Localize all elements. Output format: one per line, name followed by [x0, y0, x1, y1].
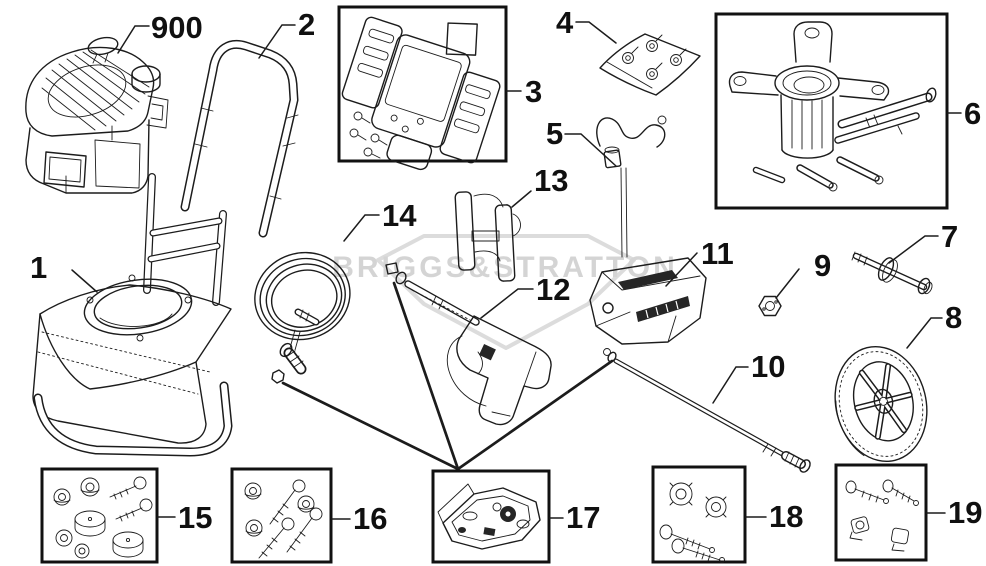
watermark-hexagon — [376, 234, 636, 350]
panel-box-border — [337, 5, 508, 163]
leader-14 — [343, 214, 380, 242]
callout-18: 18 — [769, 499, 803, 534]
part-nozzle-kit — [599, 33, 701, 96]
hardware-kit-15 — [40, 467, 159, 564]
callout-14: 14 — [382, 198, 417, 233]
kit19-box-border — [834, 463, 928, 562]
part-handle — [180, 40, 299, 238]
leader-4 — [575, 21, 617, 44]
leader-2 — [258, 24, 296, 59]
assembly-connector-lines — [281, 281, 614, 471]
part-engine — [25, 36, 169, 194]
maintenance-kit-17 — [431, 469, 551, 564]
callout-1: 1 — [30, 250, 47, 285]
callout-19: 19 — [948, 495, 982, 530]
leader-13 — [511, 190, 532, 208]
callout-3: 3 — [525, 74, 542, 109]
kit17-box-border — [431, 469, 551, 564]
callout-2: 2 — [298, 7, 315, 42]
leader-10 — [712, 366, 749, 404]
hardware-kit-16 — [230, 467, 333, 564]
part-lock-nut — [758, 295, 782, 317]
part-spray-gun — [385, 262, 552, 426]
part-pump — [714, 12, 949, 210]
callout-8: 8 — [945, 300, 962, 335]
callout-7: 7 — [941, 219, 958, 254]
leader-9 — [775, 268, 800, 299]
kit16-box-border — [230, 467, 333, 564]
callout-11: 11 — [701, 236, 734, 271]
part-wheel — [834, 345, 928, 463]
watermark-text: BRIGGS&STRATTON — [332, 251, 678, 284]
leader-8 — [906, 317, 943, 349]
callout-12: 12 — [536, 272, 570, 307]
callout-10: 10 — [751, 349, 785, 384]
callout-13: 13 — [534, 163, 568, 198]
callouts: 900 1 2 3 4 5 6 7 8 9 10 11 12 13 14 15 — [30, 5, 982, 536]
part-spray-wand — [603, 348, 811, 473]
part-high-pressure-hose — [254, 251, 351, 384]
callout-17: 17 — [566, 500, 600, 535]
knob-bolt-kit-18 — [651, 465, 747, 564]
callout-16: 16 — [353, 501, 387, 536]
callout-15: 15 — [178, 500, 212, 535]
part-base-frame — [32, 173, 233, 457]
part-control-panel — [337, 5, 508, 171]
leader-1 — [71, 269, 98, 293]
kit15-box-border — [40, 467, 159, 564]
pump-box-border — [714, 12, 949, 210]
leader-11 — [665, 252, 698, 287]
callout-6: 6 — [964, 96, 981, 131]
part-axle-bolt — [851, 251, 933, 295]
brand-watermark: BRIGGS&STRATTON — [332, 234, 678, 350]
panel-screws — [349, 111, 388, 159]
leader-7 — [888, 235, 939, 264]
knob-bolt-kit-19 — [834, 463, 928, 562]
part-accessory-bag — [589, 257, 707, 345]
part-hose-hook — [454, 191, 521, 282]
leader-900 — [117, 25, 150, 54]
kit18-box-border — [651, 465, 747, 564]
leader-12 — [480, 288, 534, 319]
callout-5: 5 — [546, 116, 563, 151]
leader-5 — [564, 133, 617, 167]
callout-4: 4 — [556, 5, 574, 40]
callout-900: 900 — [151, 10, 203, 45]
part-chemical-hose — [596, 115, 667, 258]
callout-9: 9 — [814, 248, 831, 283]
